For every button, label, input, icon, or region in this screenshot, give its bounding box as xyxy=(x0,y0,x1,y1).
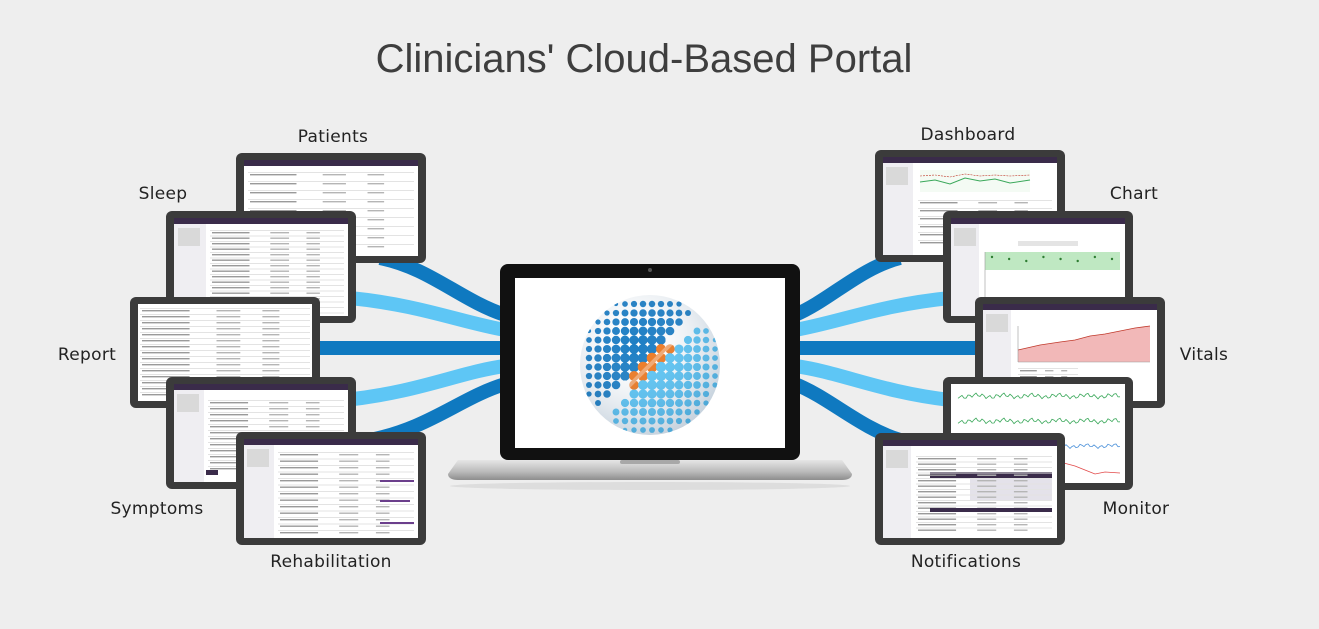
label-monitor: Monitor xyxy=(1103,499,1170,519)
label-report: Report xyxy=(58,345,116,365)
laptop-base xyxy=(448,460,852,480)
laptop-shadow xyxy=(450,482,850,490)
laptop-notch xyxy=(620,460,680,464)
cable-symptoms xyxy=(344,359,506,407)
connection-cables xyxy=(318,251,980,447)
globe-shading xyxy=(580,295,720,435)
laptop-camera xyxy=(648,268,652,272)
label-rehabilitation: Rehabilitation xyxy=(270,552,392,572)
tablet-rehabilitation xyxy=(236,432,426,545)
laptop xyxy=(448,264,852,490)
label-chart: Chart xyxy=(1110,184,1158,204)
label-dashboard: Dashboard xyxy=(921,125,1016,145)
label-patients: Patients xyxy=(298,127,368,147)
cable-dashboard xyxy=(792,251,902,322)
label-sleep: Sleep xyxy=(139,184,188,204)
label-symptoms: Symptoms xyxy=(110,499,203,519)
label-vitals: Vitals xyxy=(1180,345,1228,365)
page-title: Clinicians' Cloud-Based Portal xyxy=(375,36,913,81)
module-labels: Patients Sleep Report Symptoms Rehabilit… xyxy=(58,125,1228,572)
cable-sleep xyxy=(349,291,507,337)
cable-chart xyxy=(793,291,951,337)
label-notifications: Notifications xyxy=(911,552,1021,572)
cable-monitor xyxy=(794,359,951,407)
tablet-notifications xyxy=(875,433,1065,545)
